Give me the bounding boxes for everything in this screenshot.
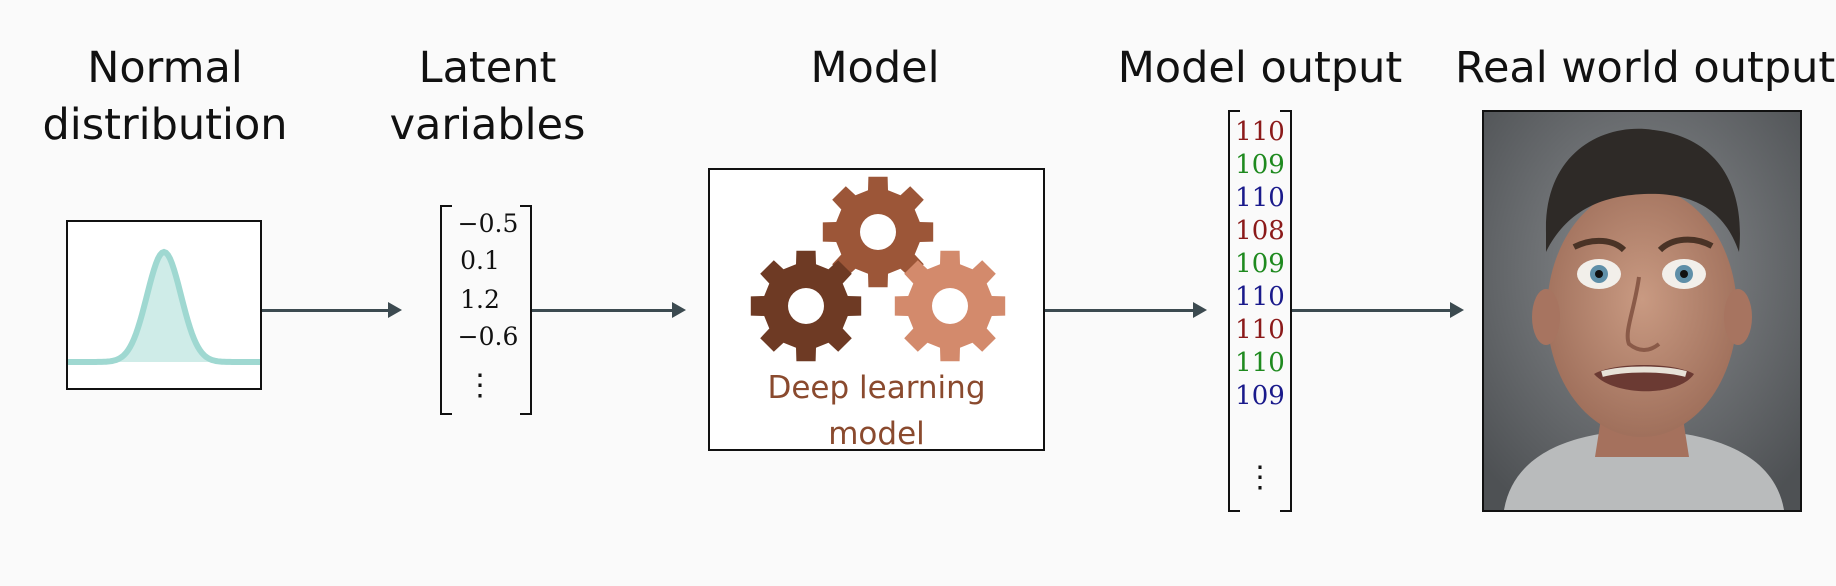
model-label: Deep learning model [710,365,1043,457]
latent-ellipsis: ⋮ [465,368,495,403]
heading-model: Model [810,43,940,93]
latent-bracket-left [440,205,452,415]
gear-1-hole [860,214,896,250]
latent-value-0: −0.5 [457,209,519,238]
gear-left-icon [750,250,862,362]
model-label-line1: Deep learning [767,370,986,406]
latent-vector: −0.5 0.1 1.2 −0.6 ⋮ [440,205,532,415]
heading-normal-distribution: Normal distribution [40,40,290,154]
heading-latent-variables: Latent variables [380,40,595,154]
output-bracket-right [1280,110,1292,512]
latent-value-1: 0.1 [460,246,500,275]
output-value-7: 110 [1235,348,1285,378]
model-label-line2: model [828,416,925,452]
output-ellipsis: ⋮ [1245,460,1275,495]
heading-latent-line2: variables [389,100,586,150]
output-value-1: 109 [1235,150,1285,180]
arrow-output-to-image [1292,302,1464,318]
model-box: Deep learning model [708,168,1045,452]
output-value-2: 110 [1235,183,1285,213]
heading-normal-line1: Normal [87,43,243,93]
output-value-5: 110 [1235,282,1285,312]
output-value-6: 110 [1235,315,1285,345]
normal-distribution-plot [66,220,262,390]
heading-model-output: Model output [1117,43,1403,93]
gaussian-curve [68,248,260,365]
arrow-model-to-output [1045,302,1207,318]
gaussian-line [68,248,260,365]
gear-2-hole [788,288,824,324]
output-value-3: 108 [1235,216,1285,246]
output-value-4: 109 [1235,249,1285,279]
latent-value-3: −0.6 [457,322,519,351]
face-photo-icon [1484,112,1800,510]
output-value-0: 110 [1235,117,1285,147]
heading-normal-line2: distribution [42,100,288,150]
gears-icon [750,176,1006,362]
gear-right-icon [894,250,1006,362]
gear-top-icon [822,176,934,288]
latent-bracket-right [520,205,532,415]
gaussian-fill [68,252,260,362]
arrow-distribution-to-latent [262,302,402,318]
output-bracket-left [1228,110,1240,512]
gear-3-hole [932,288,968,324]
arrow-latent-to-model [532,302,686,318]
output-value-8: 109 [1235,381,1285,411]
latent-value-2: 1.2 [460,285,500,314]
real-world-output-image [1482,110,1802,512]
heading-real-world-output: Real world output [1455,43,1836,93]
heading-latent-line1: Latent [418,43,557,93]
